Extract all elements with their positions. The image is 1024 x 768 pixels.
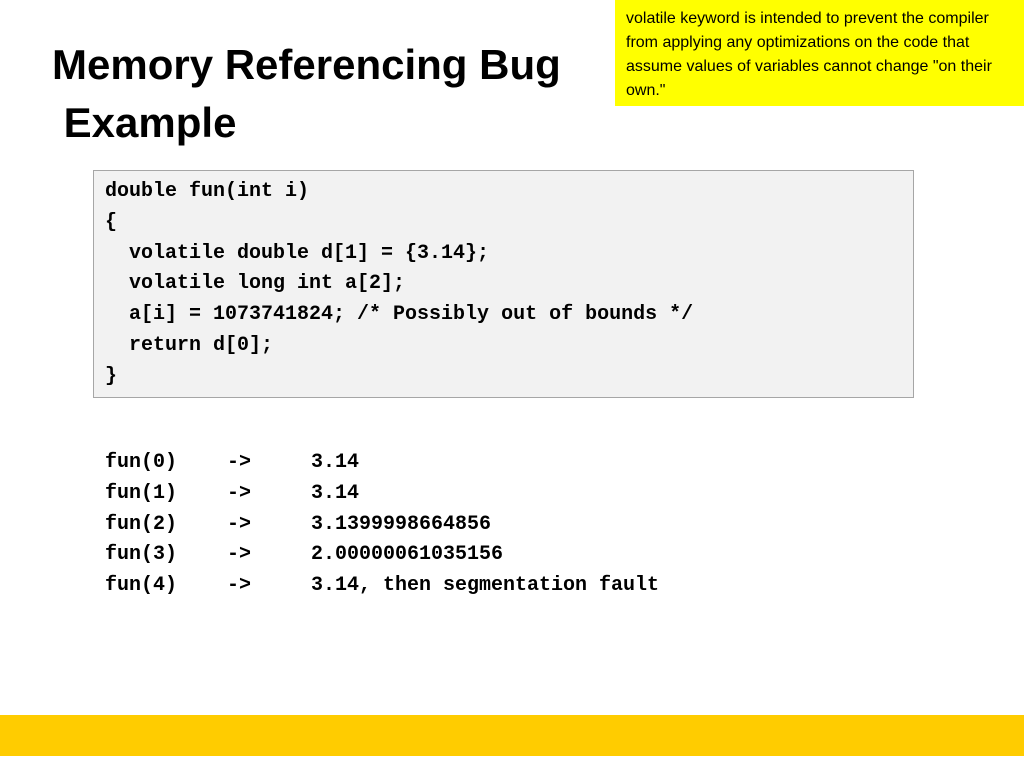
footer-bar <box>0 715 1024 756</box>
result-value: 3.14 <box>311 481 360 505</box>
result-row: fun(0) -> 3.14 <box>105 448 659 479</box>
result-arrow: -> <box>227 451 252 474</box>
result-arrow: -> <box>227 543 252 567</box>
code-block: double fun(int i) { volatile double d[1] … <box>93 170 914 398</box>
result-row: fun(1) -> 3.14 <box>105 479 659 510</box>
result-value: 2.00000061035156 <box>311 543 504 567</box>
volatile-note-callout: volatile keyword is intended to prevent … <box>615 0 1024 106</box>
result-arrow: -> <box>227 574 252 598</box>
result-arrow: -> <box>227 512 252 536</box>
code-line: double fun(int i) <box>105 180 310 203</box>
code-line: volatile long int a[2]; <box>105 272 406 296</box>
code-line: volatile double d[1] = {3.14}; <box>105 241 490 265</box>
result-arrow: -> <box>227 481 252 505</box>
result-value: 3.14 <box>311 451 360 474</box>
result-call: fun(4) <box>105 574 178 598</box>
slide-title-line: Example <box>52 99 237 146</box>
result-call: fun(2) <box>105 512 178 536</box>
result-row: fun(3) -> 2.00000061035156 <box>105 540 659 571</box>
code-line: { <box>105 210 118 234</box>
result-row: fun(2) -> 3.1399998664856 <box>105 510 659 541</box>
code-line: } <box>105 364 118 388</box>
code-line: return d[0]; <box>105 333 274 357</box>
result-call: fun(3) <box>105 543 178 567</box>
code-line: a[i] = 1073741824; /* Possibly out of bo… <box>105 303 694 327</box>
result-call: fun(1) <box>105 481 178 505</box>
slide-title-line: Memory Referencing Bug <box>52 41 561 88</box>
result-row: fun(4) -> 3.14, then segmentation fault <box>105 571 659 602</box>
slide-title: Memory Referencing Bug Example <box>52 36 561 152</box>
result-value: 3.14, then segmentation fault <box>311 574 660 598</box>
result-call: fun(0) <box>105 451 178 474</box>
result-value: 3.1399998664856 <box>311 512 492 536</box>
results-list: fun(0) -> 3.14 fun(1) -> 3.14 fun(2) -> … <box>105 448 659 602</box>
